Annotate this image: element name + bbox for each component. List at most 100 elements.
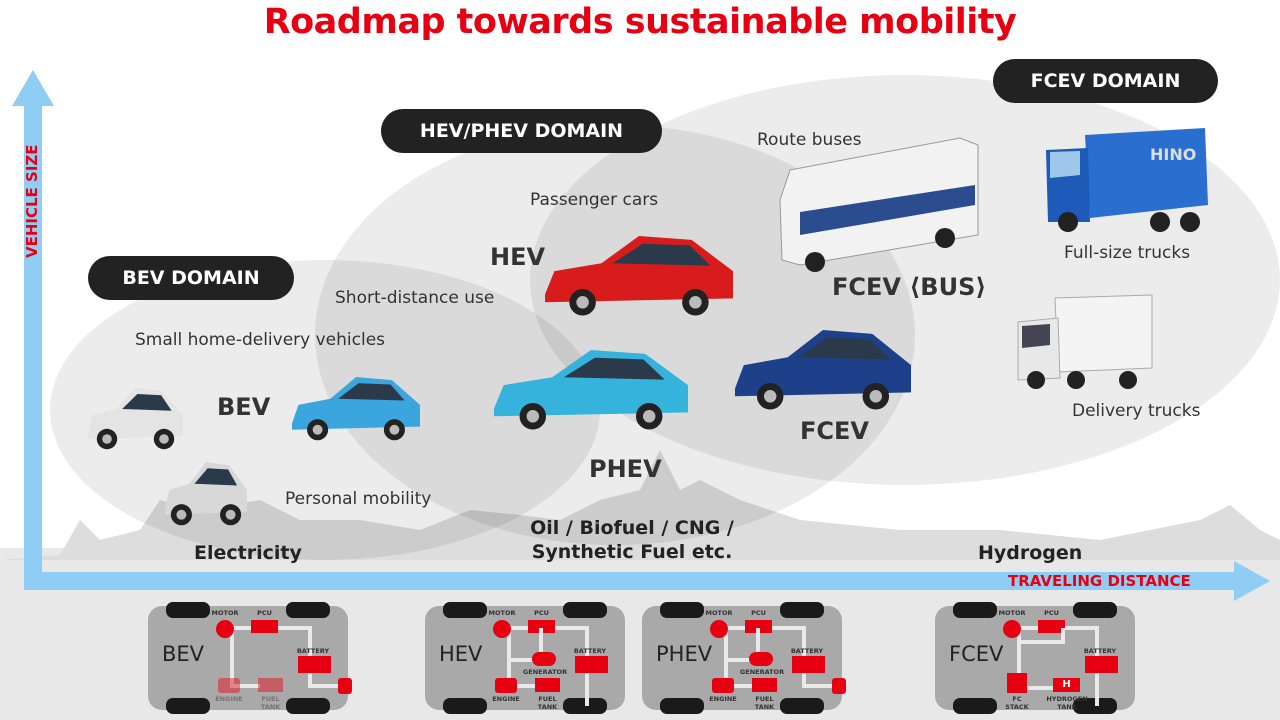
powertrain-diagram-bev: BEV MOTOR PCU BATTERY ENGINE FUEL TANK <box>148 598 363 716</box>
hydrogen-tank-label: HYDROGEN TANK <box>1046 695 1088 711</box>
engine-label: ENGINE <box>492 695 520 703</box>
powertrain-name: PHEV <box>656 642 713 666</box>
page-title: Roadmap towards sustainable mobility <box>263 2 1017 42</box>
wheel-icon <box>660 698 704 714</box>
oil-fuel-line2: Synthetic Fuel etc. <box>531 541 733 563</box>
phev-prius-car <box>494 350 688 430</box>
fuel-tank-label: FUEL TANK <box>537 695 558 711</box>
traveling-distance-axis <box>24 561 1270 601</box>
personal-mobility-label: Personal mobility <box>285 489 432 509</box>
truck-brand-logo: HINO <box>1150 145 1196 164</box>
fc-stack-icon <box>1007 673 1027 693</box>
fuel-tank-label: FUEL TANK <box>754 695 775 711</box>
delivery-trucks-label: Delivery trucks <box>1072 401 1201 421</box>
wheel-icon <box>443 602 487 618</box>
wire <box>802 684 832 688</box>
hev-domain-ellipse <box>315 125 915 545</box>
battery-icon <box>1085 656 1118 673</box>
city-skyline <box>0 450 1280 560</box>
fuel-tank-icon <box>752 678 777 692</box>
wheel-icon <box>1073 698 1117 714</box>
wire <box>230 684 260 688</box>
powertrain-name: BEV <box>162 642 205 666</box>
fcev-bus <box>779 137 979 272</box>
wire <box>726 658 752 662</box>
bev-domain-pill: BEV DOMAIN <box>88 256 294 300</box>
hydrogen-label: Hydrogen <box>978 542 1083 564</box>
hev-prius-car <box>545 236 733 316</box>
battery-label: BATTERY <box>790 647 824 655</box>
engine-label: ENGINE <box>215 695 243 703</box>
pcu-label: PCU <box>257 609 272 617</box>
wheel-icon <box>1073 602 1117 618</box>
delivery-truck <box>1017 294 1153 389</box>
full-size-trucks-label: Full-size trucks <box>1064 243 1191 263</box>
passenger-cars-label: Passenger cars <box>530 190 659 210</box>
wire <box>724 626 728 684</box>
small-delivery-label: Small home-delivery vehicles <box>135 330 386 350</box>
battery-icon <box>575 656 608 673</box>
vehicle-size-axis <box>12 70 54 590</box>
wire <box>1061 628 1065 642</box>
small-delivery-vehicle <box>88 388 183 450</box>
battery-label: BATTERY <box>296 647 330 655</box>
wheel-icon <box>286 698 330 714</box>
generator-label: GENERATOR <box>739 668 785 676</box>
charging-plug-icon <box>832 678 846 694</box>
wheel-icon <box>443 698 487 714</box>
pcu-icon <box>528 620 555 633</box>
fuel-tank-label: FUEL TANK <box>260 695 281 711</box>
wire <box>724 684 754 688</box>
wire <box>230 626 234 684</box>
phev-label: PHEV <box>589 455 662 483</box>
wheel-icon <box>166 698 210 714</box>
oil-fuel-line1: Oil / Biofuel / CNG / <box>530 517 734 539</box>
wheel-icon <box>953 698 997 714</box>
generator-label: GENERATOR <box>522 668 568 676</box>
fcev-domain-pill: FCEV DOMAIN <box>993 59 1218 103</box>
battery-icon <box>298 656 331 673</box>
oil-fuel-label: Oil / Biofuel / CNG / Synthetic Fuel etc… <box>520 516 744 564</box>
motor-icon <box>216 620 234 638</box>
powertrain-name: HEV <box>439 642 483 666</box>
bev-label: BEV <box>217 393 271 421</box>
motor-label: MOTOR <box>998 609 1026 617</box>
fuel-tank-icon <box>258 678 283 692</box>
generator-icon <box>749 652 773 666</box>
wheel-icon <box>166 602 210 618</box>
wheel-icon <box>953 602 997 618</box>
fcev-bus-label: FCEV ⟨BUS⟩ <box>832 273 987 301</box>
hydrogen-tank-icon: H <box>1053 678 1080 692</box>
fc-stack-label: FC STACK <box>1005 695 1029 711</box>
route-buses-label: Route buses <box>757 130 862 150</box>
engine-label: ENGINE <box>709 695 737 703</box>
wire <box>1017 626 1021 684</box>
fcev-mirai-car <box>735 330 911 410</box>
wire <box>509 658 535 662</box>
battery-label: BATTERY <box>1083 647 1117 655</box>
wire <box>308 684 338 688</box>
wire <box>1021 640 1065 644</box>
charging-plug-icon <box>338 678 352 694</box>
engine-icon <box>712 678 734 693</box>
x-axis-label: TRAVELING DISTANCE <box>1008 572 1191 590</box>
motor-label: MOTOR <box>211 609 239 617</box>
wheel-icon <box>780 602 824 618</box>
full-size-truck: HINO <box>1046 128 1208 232</box>
pcu-icon <box>251 620 278 633</box>
motor-label: MOTOR <box>705 609 733 617</box>
powertrain-name: FCEV <box>949 642 1004 666</box>
hev-domain-pill: HEV/PHEV DOMAIN <box>381 109 662 153</box>
pcu-icon <box>745 620 772 633</box>
battery-icon <box>792 656 825 673</box>
electricity-label: Electricity <box>194 542 302 564</box>
generator-icon <box>532 652 556 666</box>
wire <box>1025 686 1055 690</box>
personal-mobility-vehicle <box>165 462 247 526</box>
wire <box>507 626 511 684</box>
motor-icon <box>493 620 511 638</box>
fcev-label: FCEV <box>800 417 869 445</box>
